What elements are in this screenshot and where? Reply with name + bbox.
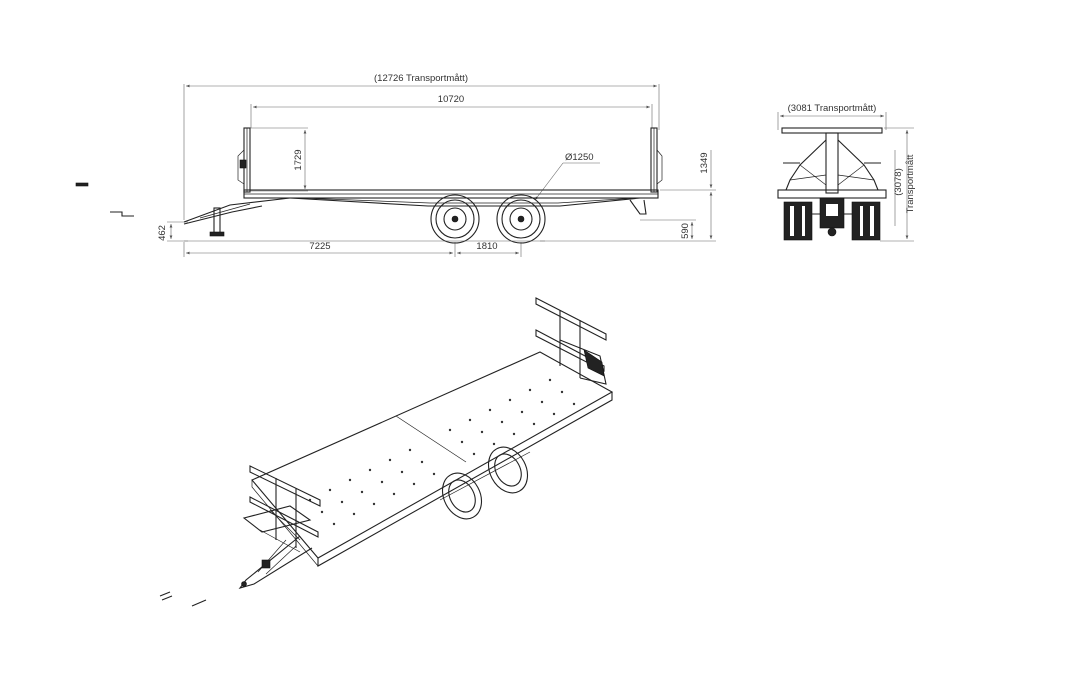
axle-spacing-label: 1810 — [476, 241, 497, 252]
transport-width-label: (3081 Transportmått) — [788, 103, 877, 114]
iso-detached-fragments — [159, 591, 207, 607]
total-height-label: 1349 — [699, 152, 710, 173]
iso-drawbar — [238, 535, 313, 589]
ground-clearance-label: 590 — [680, 223, 691, 239]
detached-fragments — [75, 182, 134, 217]
side-height-label: 1729 — [293, 149, 304, 170]
ground-clearance-dimension: 590 — [640, 219, 696, 239]
bed-length-label: 10720 — [438, 94, 464, 105]
hitch-to-axle-dimension: 7225 — [183, 241, 456, 257]
transport-height-caption: Transportmått — [905, 154, 916, 213]
side-height-dimension: 1729 — [250, 127, 308, 192]
hitch-height-dimension: 462 — [157, 221, 188, 242]
side-view: (12726 Transportmått) 10720 1729 Ø1250 — [75, 73, 716, 257]
transport-length-dimension: (12726 Transportmått) — [183, 73, 660, 220]
rear-rack — [535, 297, 607, 385]
transport-height-dimension: (3078) Transportmått — [880, 127, 916, 242]
wheel-diameter-label: Ø1250 — [565, 152, 594, 163]
transport-height-label: (3078) — [893, 168, 904, 195]
total-height-dimension: 1349 — [540, 150, 716, 242]
axle-spacing-dimension: 1810 — [457, 241, 522, 257]
trailer-rear-body — [777, 127, 887, 241]
hitch-height-label: 462 — [157, 225, 168, 241]
bed-length-dimension: 10720 — [250, 94, 653, 128]
trailer-side-body — [183, 127, 663, 244]
rear-view: (3081 Transportmått) (3078) Transportmåt… — [777, 103, 916, 242]
iso-wheels — [439, 446, 531, 520]
transport-width-dimension: (3081 Transportmått) — [777, 103, 887, 130]
front-rack — [242, 465, 321, 553]
isometric-view — [159, 297, 614, 607]
hitch-to-axle-label: 7225 — [309, 241, 330, 252]
deck-holes — [308, 378, 576, 526]
transport-length-label: (12726 Transportmått) — [374, 73, 468, 84]
wheel-diameter-dimension: Ø1250 — [534, 152, 600, 201]
